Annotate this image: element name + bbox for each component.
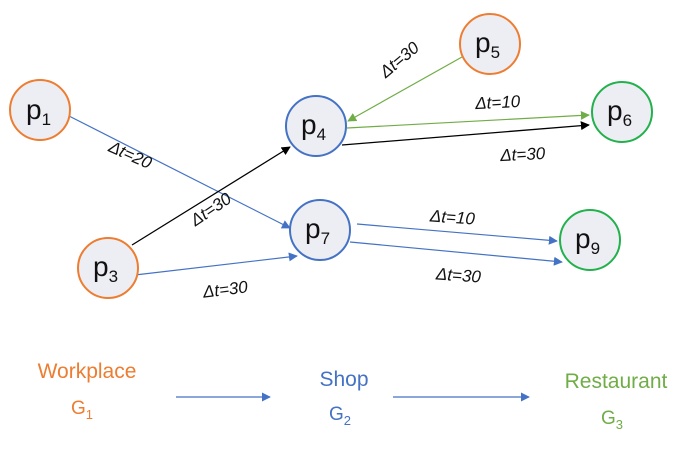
node-p1: p1 xyxy=(9,79,71,141)
node-p9: p9 xyxy=(559,209,621,271)
legend-shop-name: Shop xyxy=(319,368,368,391)
node-p6-sub: 6 xyxy=(623,111,632,130)
edges xyxy=(68,56,590,276)
edge-p3-p7 xyxy=(134,252,298,276)
edge-label-p1-p7: Δt=20 xyxy=(105,137,155,173)
node-p1-sub: 1 xyxy=(42,110,51,129)
legend-shop-group: G xyxy=(329,404,344,425)
edge-p1-p7 xyxy=(68,115,291,229)
edge-label-p3-p4: Δt=30 xyxy=(186,189,235,231)
node-p7-sub: 7 xyxy=(321,229,330,248)
legend-workplace-group: G xyxy=(71,398,86,419)
edge-label-p3-p7: Δt=30 xyxy=(201,277,249,302)
node-p3-sub: 3 xyxy=(109,267,118,286)
legend-shop: Shop G2 xyxy=(319,368,368,428)
node-p7-base: p xyxy=(305,213,321,244)
svg-text:p7: p7 xyxy=(305,213,330,248)
legend-shop-sub: 2 xyxy=(344,413,351,428)
node-p1-base: p xyxy=(26,94,42,125)
node-p3: p3 xyxy=(77,237,139,299)
edge-label-p7-p9-top: Δt=10 xyxy=(428,206,476,228)
svg-text:p3: p3 xyxy=(93,251,118,286)
node-p9-sub: 9 xyxy=(591,239,600,258)
svg-text:G2: G2 xyxy=(329,404,351,428)
edge-p7-p9-bottom xyxy=(349,241,563,266)
node-p6: p6 xyxy=(591,81,653,143)
edge-p3-p4 xyxy=(131,146,291,246)
legend-restaurant-name: Restaurant xyxy=(565,370,668,393)
edge-label-p4-p6-green: Δt=10 xyxy=(474,92,521,113)
node-p4: p4 xyxy=(285,95,347,157)
edge-label-p5-p4: Δt=30 xyxy=(375,38,423,82)
svg-text:p9: p9 xyxy=(575,223,600,258)
edge-p7-p9-top xyxy=(356,223,558,245)
edge-label-p7-p9-bottom: Δt=30 xyxy=(434,264,482,286)
legend-workplace-sub: 1 xyxy=(86,407,93,422)
svg-text:p4: p4 xyxy=(301,109,326,144)
node-p7: p7 xyxy=(289,199,351,261)
svg-text:p1: p1 xyxy=(26,94,51,129)
legend-restaurant-sub: 3 xyxy=(616,417,623,432)
legend-workplace: Workplace G1 xyxy=(38,360,137,422)
node-p4-sub: 4 xyxy=(317,125,326,144)
svg-text:G3: G3 xyxy=(601,408,623,432)
node-p6-base: p xyxy=(607,95,623,126)
edge-label-p4-p6-black: Δt=30 xyxy=(499,144,546,165)
svg-text:G1: G1 xyxy=(71,398,93,422)
node-p9-base: p xyxy=(575,223,591,254)
edge-p4-p6-green xyxy=(346,110,590,129)
svg-text:p5: p5 xyxy=(475,27,500,62)
edge-labels: Δt=20 Δt=30 Δt=30 Δt=30 Δt=10 Δt=30 Δt=1… xyxy=(105,38,546,302)
legend-restaurant-group: G xyxy=(601,408,616,429)
legend-workplace-name: Workplace xyxy=(38,360,137,383)
node-p5-sub: 5 xyxy=(491,43,500,62)
legend-restaurant: Restaurant G3 xyxy=(565,370,668,432)
nodes: p1 p3 p4 p5 p6 p7 p9 xyxy=(9,13,653,299)
svg-text:p6: p6 xyxy=(607,95,632,130)
edge-p4-p6-black xyxy=(341,121,590,146)
node-p5: p5 xyxy=(459,13,521,75)
edge-p5-p4 xyxy=(347,56,463,122)
legend: Workplace G1 Shop G2 Restaurant G3 xyxy=(38,360,668,432)
node-p5-base: p xyxy=(475,27,491,58)
node-p4-base: p xyxy=(301,109,317,140)
node-p3-base: p xyxy=(93,251,109,282)
